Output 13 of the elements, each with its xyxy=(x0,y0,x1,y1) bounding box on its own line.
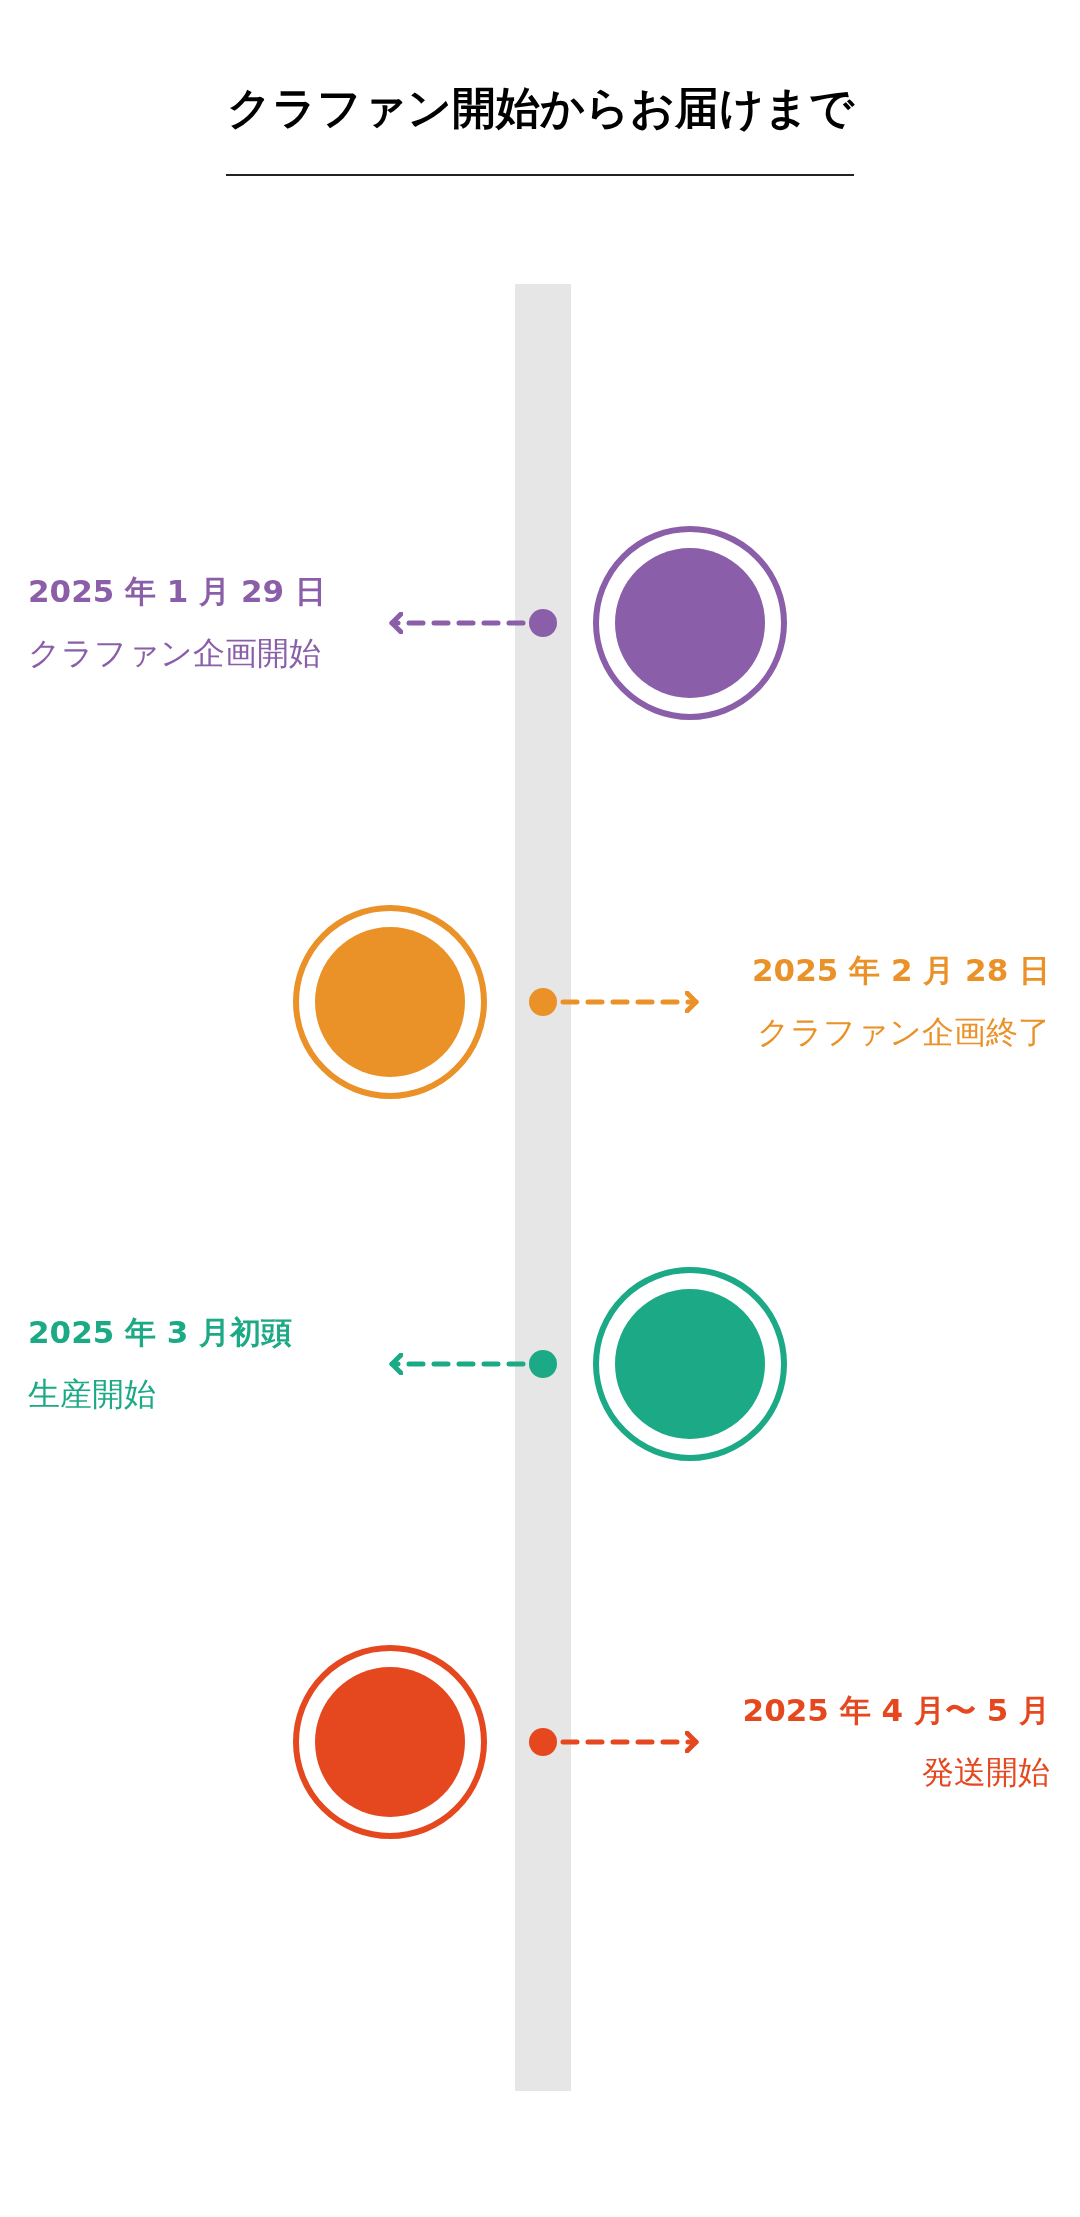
title: クラファン開始からお届けまで xyxy=(226,81,854,135)
date-label: 2025 年 1 月 29 日 xyxy=(28,572,326,611)
dashed-arrow xyxy=(389,1352,526,1376)
dashed-arrow xyxy=(560,1730,699,1754)
event-label: クラファン企画開始 xyxy=(28,633,321,674)
event-label: 発送開始 xyxy=(922,1752,1050,1793)
date-label: 2025 年 4 月〜 5 月 xyxy=(742,1691,1050,1730)
dashed-arrow xyxy=(560,990,699,1014)
date-label: 2025 年 3 月初頭 xyxy=(28,1313,293,1352)
event-label: クラファン企画終了 xyxy=(757,1012,1050,1053)
event-label: 生産開始 xyxy=(28,1374,156,1415)
date-label: 2025 年 2 月 28 日 xyxy=(752,951,1050,990)
dashed-arrow xyxy=(389,611,526,635)
